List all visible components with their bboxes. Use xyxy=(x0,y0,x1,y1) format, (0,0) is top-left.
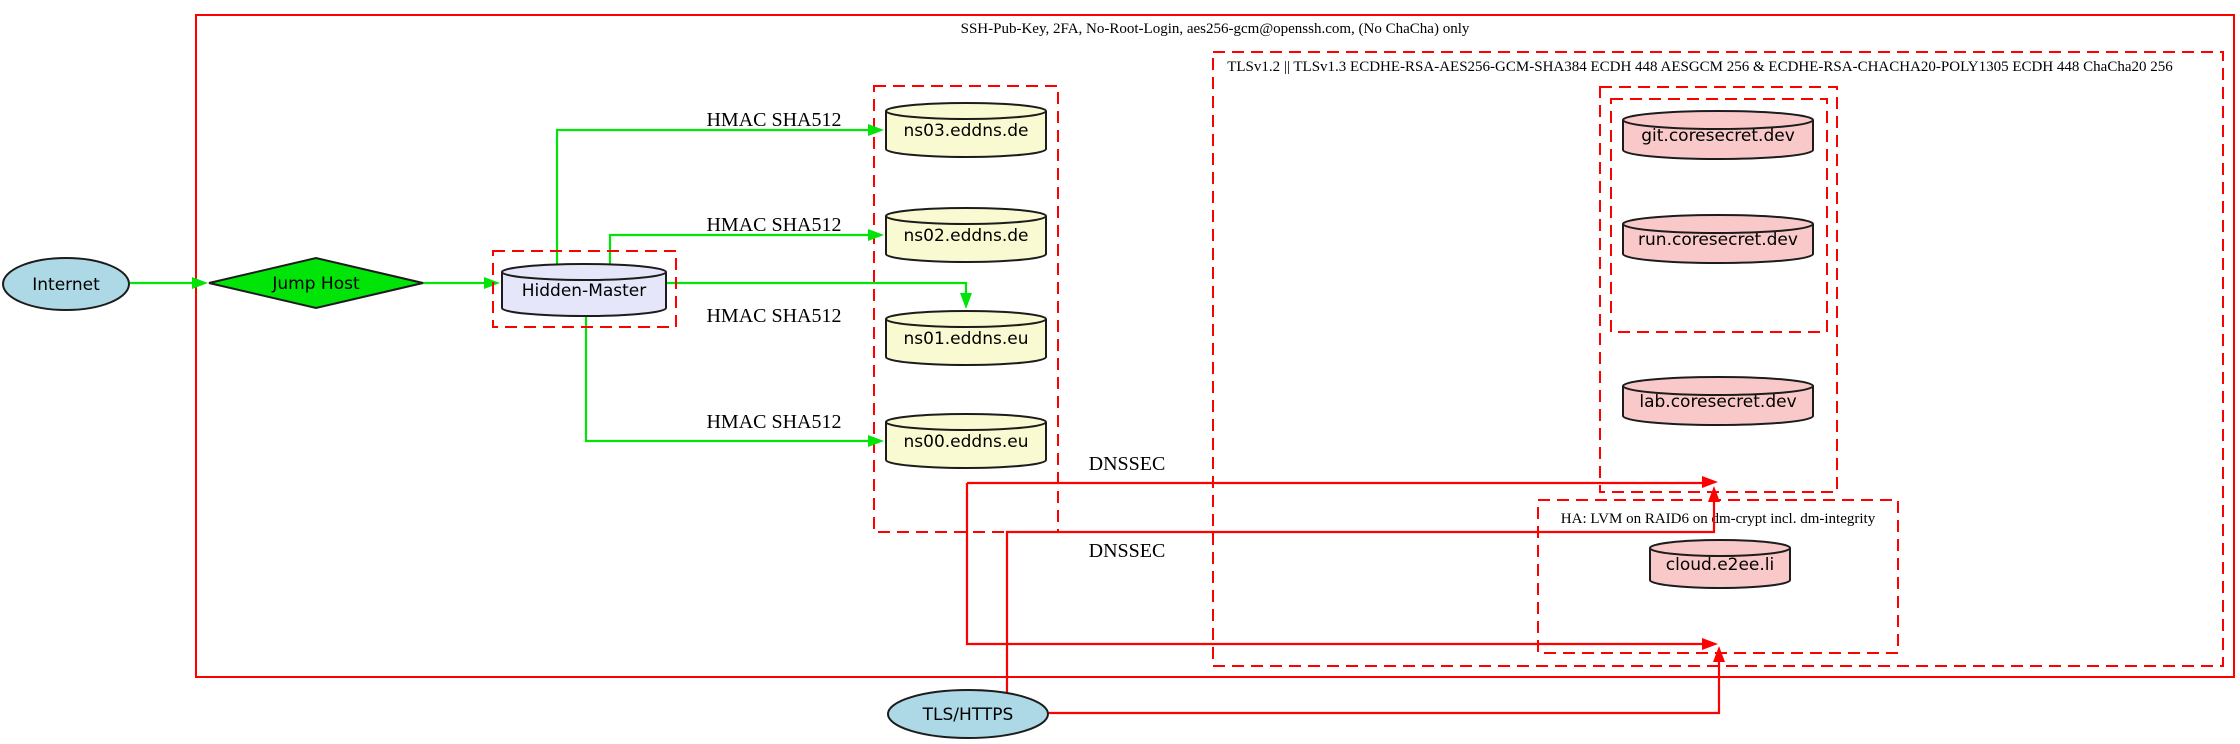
ns03-label: ns03.eddns.de xyxy=(904,121,1029,141)
ns01-cylinder-lid xyxy=(885,318,1047,328)
hmac-label-ns00: HMAC SHA512 xyxy=(706,411,841,433)
edge-hiddenmaster-to-ns02 xyxy=(608,233,868,268)
arrowhead-hiddenmaster-to-ns03 xyxy=(868,124,884,136)
hidden-master-cylinder-lid xyxy=(501,271,667,281)
node-ns02: ns02.eddns.de xyxy=(885,207,1047,263)
cloud-label: cloud.e2ee.li xyxy=(1666,555,1774,575)
ns02-cylinder-lid xyxy=(885,215,1047,225)
ns00-cylinder-lid xyxy=(885,421,1047,431)
hmac-label-ns03: HMAC SHA512 xyxy=(706,109,841,131)
arrowhead-dnssec-to-ha xyxy=(1702,638,1718,650)
lab-cylinder-lid xyxy=(1622,385,1814,396)
ns03-cylinder-lid xyxy=(885,110,1047,120)
coresecret-outer-cluster-box xyxy=(1599,86,1838,493)
arrowhead-tlshttps-to-coresecret xyxy=(1708,486,1720,502)
dnssec-label-2: DNSSEC xyxy=(1089,540,1166,562)
ha-cluster-label: HA: LVM on RAID6 on dm-crypt incl. dm-in… xyxy=(1561,511,1876,527)
tls-https-label: TLS/HTTPS xyxy=(922,705,1014,725)
ns00-label: ns00.eddns.eu xyxy=(904,432,1029,452)
internet-label: Internet xyxy=(32,275,100,295)
ns01-label: ns01.eddns.eu xyxy=(904,329,1029,349)
node-run-coresecret: run.coresecret.dev xyxy=(1622,214,1814,264)
arrowhead-hiddenmaster-to-ns01 xyxy=(960,293,972,309)
jump-host-label: Jump Host xyxy=(271,274,360,294)
node-tls-https: TLS/HTTPS xyxy=(887,689,1049,739)
node-hidden-master: Hidden-Master xyxy=(492,250,677,328)
edge-tlshttps-to-ha xyxy=(1048,662,1721,715)
cloud-cylinder-lid xyxy=(1649,547,1791,557)
node-git-coresecret: git.coresecret.dev xyxy=(1622,110,1814,160)
run-cylinder-lid xyxy=(1622,223,1814,234)
arrowhead-hiddenmaster-to-ns02 xyxy=(868,229,884,241)
ssh-cluster-label: SSH-Pub-Key, 2FA, No-Root-Login, aes256-… xyxy=(961,21,1470,37)
edge-tlshttps-to-coresecret xyxy=(1005,502,1716,693)
node-ns01: ns01.eddns.eu xyxy=(885,310,1047,366)
node-internet: Internet xyxy=(2,257,130,311)
arrowhead-dnssec-to-coresecret xyxy=(1702,476,1718,488)
coresecret-inner-cluster-box xyxy=(1610,98,1828,333)
node-ns00: ns00.eddns.eu xyxy=(885,413,1047,469)
node-lab-coresecret: lab.coresecret.dev xyxy=(1622,376,1814,426)
arrowhead-tlshttps-to-ha xyxy=(1713,646,1725,662)
git-cylinder-lid xyxy=(1622,119,1814,130)
node-ns03: ns03.eddns.de xyxy=(885,102,1047,158)
hmac-label-ns02: HMAC SHA512 xyxy=(706,214,841,236)
hmac-label-ns01: HMAC SHA512 xyxy=(706,305,841,327)
ns02-label: ns02.eddns.de xyxy=(904,226,1029,246)
node-cloud-e2ee: cloud.e2ee.li xyxy=(1649,539,1791,589)
git-label: git.coresecret.dev xyxy=(1641,126,1795,146)
lab-label: lab.coresecret.dev xyxy=(1639,392,1796,412)
edge-hiddenmaster-to-ns00 xyxy=(584,312,868,443)
run-label: run.coresecret.dev xyxy=(1638,230,1798,250)
hidden-master-cluster-box xyxy=(492,250,677,328)
dnssec-label-1: DNSSEC xyxy=(1089,453,1166,475)
node-jump-host: Jump Host xyxy=(208,256,424,310)
edge-hiddenmaster-to-ns03 xyxy=(555,128,868,268)
arrowhead-internet-to-jumphost xyxy=(192,277,208,289)
tls-cluster-label: TLSv1.2 || TLSv1.3 ECDHE-RSA-AES256-GCM-… xyxy=(1227,59,2173,75)
arrowhead-hiddenmaster-to-ns00 xyxy=(868,435,884,447)
hidden-master-label: Hidden-Master xyxy=(522,281,647,301)
ssh-cluster-box xyxy=(195,14,2235,678)
edge-dnssec-to-ha xyxy=(965,483,1702,646)
edge-hiddenmaster-to-ns01 xyxy=(666,281,968,293)
